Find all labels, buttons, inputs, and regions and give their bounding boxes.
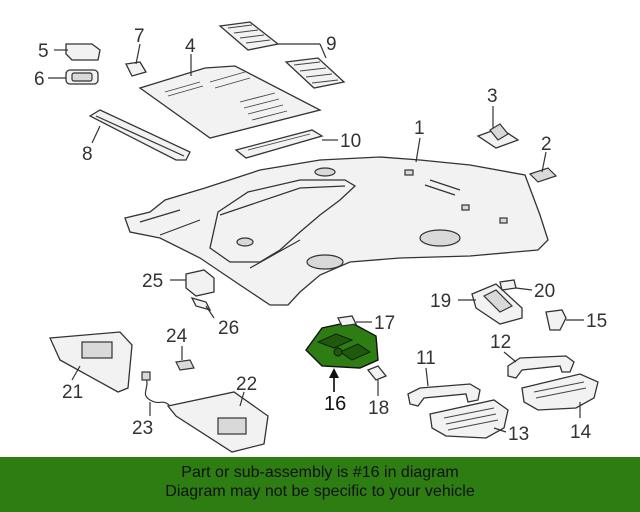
part-clip-24[interactable] — [175, 359, 195, 371]
part-trim-10[interactable] — [234, 129, 324, 159]
part-housing-3[interactable] — [476, 123, 520, 149]
callout-23: 23 — [132, 418, 153, 439]
part-retainer-7[interactable] — [125, 61, 147, 77]
callout-15: 15 — [586, 311, 607, 332]
part-clip-2[interactable] — [528, 167, 558, 183]
part-vent-9b[interactable] — [284, 57, 346, 89]
part-sun-visor-22[interactable] — [166, 391, 269, 453]
callout-8: 8 — [82, 144, 93, 165]
callout-24: 24 — [166, 326, 188, 347]
part-harness-23[interactable] — [141, 371, 171, 407]
callout-17: 17 — [374, 313, 395, 334]
callout-25: 25 — [142, 271, 163, 292]
part-bulb-17[interactable] — [337, 315, 357, 327]
part-map-light-19[interactable] — [471, 283, 523, 325]
callout-1: 1 — [414, 118, 425, 139]
callout-9: 9 — [326, 34, 337, 55]
info-banner: Part or sub-assembly is #16 in diagram D… — [0, 457, 640, 512]
banner-line-part: Part or sub-assembly is #16 in diagram — [181, 464, 459, 481]
callout-16-highlighted: 16 — [324, 393, 346, 415]
part-headliner[interactable] — [124, 156, 549, 306]
callout-14: 14 — [570, 422, 592, 443]
part-bulb-20[interactable] — [499, 279, 517, 291]
callout-13: 13 — [508, 424, 529, 445]
part-headliner-panel[interactable] — [138, 65, 322, 139]
callout-7: 7 — [134, 26, 145, 47]
part-bracket-5[interactable] — [65, 43, 101, 61]
callout-12: 12 — [490, 332, 511, 353]
part-clip-15[interactable] — [545, 309, 567, 331]
callout-21: 21 — [62, 382, 83, 403]
banner-line-disclaimer: Diagram may not be specific to your vehi… — [165, 483, 475, 500]
part-bracket-25[interactable] — [185, 269, 215, 297]
exploded-parts-diagram: 1 2 3 4 5 6 7 8 9 10 11 12 13 14 15 16 1… — [34, 21, 607, 453]
part-bracket-14[interactable] — [521, 373, 599, 411]
part-rail-8[interactable] — [88, 109, 191, 161]
callout-5: 5 — [38, 41, 49, 62]
part-console-16-highlighted[interactable] — [305, 321, 379, 369]
callout-3: 3 — [487, 86, 498, 107]
part-bracket-13[interactable] — [429, 399, 509, 439]
part-sun-visor-21[interactable] — [49, 331, 133, 393]
callout-4: 4 — [185, 36, 196, 57]
part-lens-18[interactable] — [366, 365, 388, 381]
part-vent-9a[interactable] — [218, 21, 280, 51]
callout-labels: 1 2 3 4 5 6 7 8 9 10 11 12 13 14 15 16 1… — [34, 26, 607, 445]
part-bulb-26[interactable] — [190, 296, 212, 312]
callout-2: 2 — [541, 134, 552, 155]
callout-20: 20 — [534, 281, 555, 302]
callout-26: 26 — [218, 318, 239, 339]
part-clip-6[interactable] — [65, 69, 99, 85]
callout-6: 6 — [34, 69, 45, 90]
highlight-arrow — [329, 368, 339, 392]
part-grab-handle-11[interactable] — [407, 383, 481, 407]
callout-19: 19 — [430, 291, 451, 312]
callout-22: 22 — [236, 374, 257, 395]
callout-11: 11 — [416, 348, 436, 369]
part-grab-handle-12[interactable] — [507, 355, 575, 379]
callout-18: 18 — [368, 398, 389, 419]
callout-10: 10 — [340, 131, 361, 152]
